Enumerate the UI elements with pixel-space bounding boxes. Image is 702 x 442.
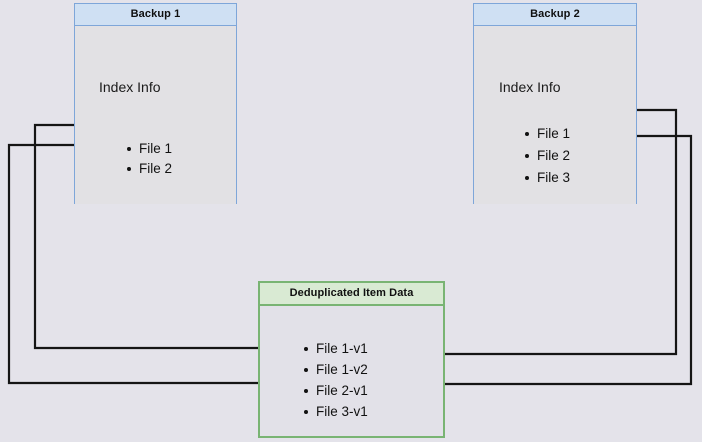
backup-1-file-item[interactable]: File 1 [127, 139, 172, 159]
backup-1-title: Backup 1 [75, 4, 236, 26]
deduplicated-item[interactable]: File 2-v1 [304, 380, 368, 401]
deduplicated-item-list: File 1-v1 File 1-v2 File 2-v1 File 3-v1 [304, 338, 368, 422]
backup-1-file-item[interactable]: File 2 [127, 159, 172, 179]
deduplicated-item[interactable]: File 3-v1 [304, 401, 368, 422]
deduplicated-item[interactable]: File 1-v1 [304, 338, 368, 359]
backup-1-body: Index Info File 1 File 2 [75, 26, 236, 204]
backup-2-index-info-label: Index Info [499, 79, 561, 95]
deduplicated-item-data-title: Deduplicated Item Data [260, 283, 443, 306]
backup-1-index-info-label: Index Info [99, 79, 161, 95]
backup-2-node[interactable]: Backup 2 Index Info File 1 File 2 File 3 [473, 3, 637, 204]
backup-2-file-item[interactable]: File 2 [525, 145, 570, 167]
deduplicated-item-data-node[interactable]: Deduplicated Item Data File 1-v1 File 1-… [258, 281, 445, 438]
backup-2-file-item[interactable]: File 1 [525, 123, 570, 145]
backup-1-file-list: File 1 File 2 [127, 139, 172, 179]
deduplicated-item[interactable]: File 1-v2 [304, 359, 368, 380]
backup-2-title: Backup 2 [474, 4, 636, 26]
backup-1-node[interactable]: Backup 1 Index Info File 1 File 2 [74, 3, 237, 204]
backup-2-file-item[interactable]: File 3 [525, 167, 570, 189]
backup-2-file-list: File 1 File 2 File 3 [525, 123, 570, 189]
backup-2-body: Index Info File 1 File 2 File 3 [474, 26, 636, 204]
deduplicated-item-data-body: File 1-v1 File 1-v2 File 2-v1 File 3-v1 [260, 306, 443, 436]
